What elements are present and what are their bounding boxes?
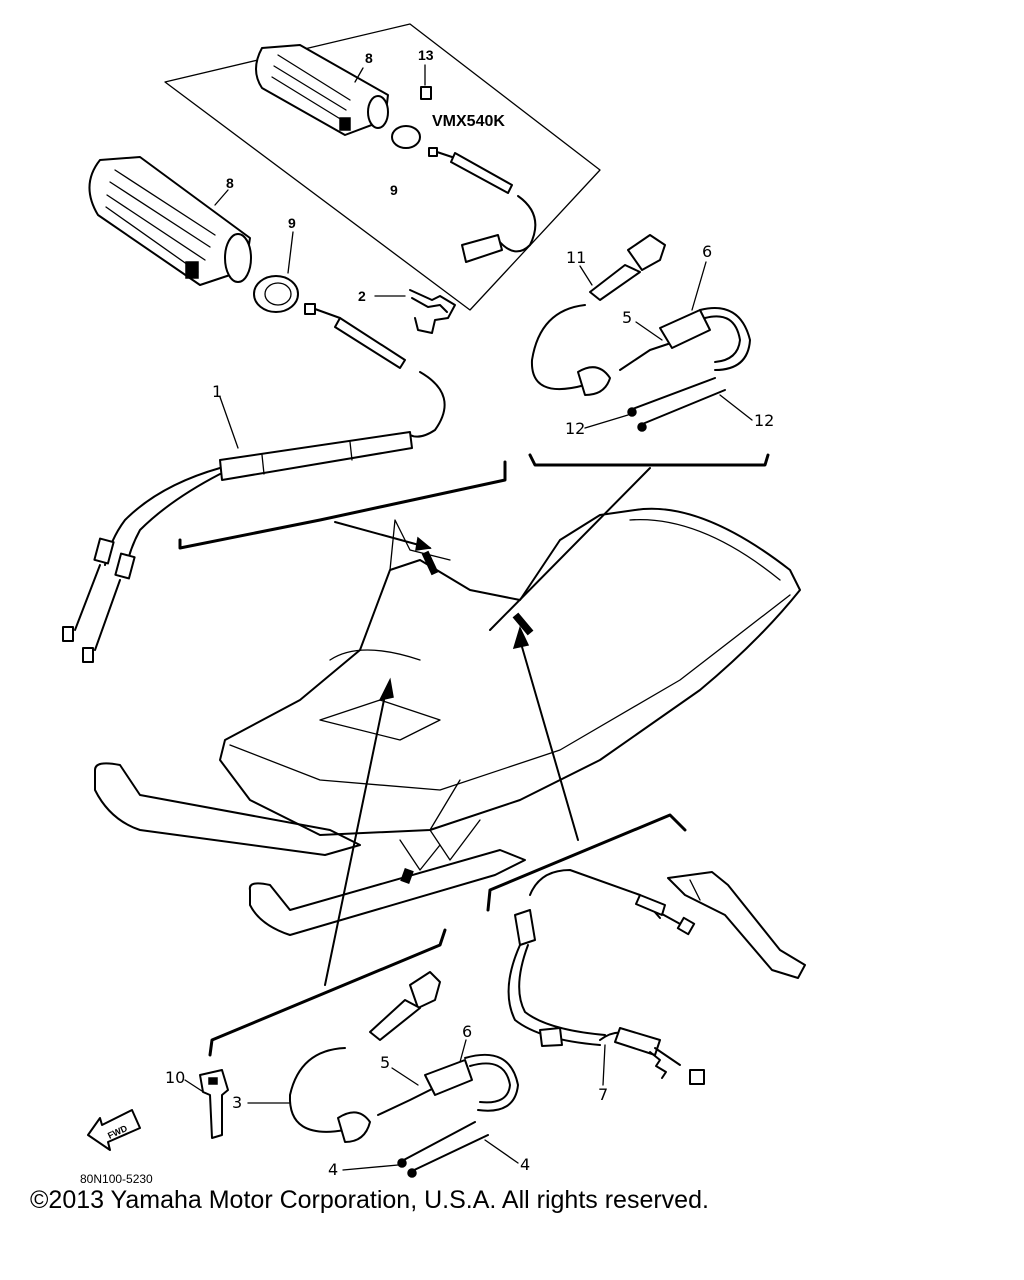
callout-6-upper: 6 (702, 242, 712, 261)
brake-cable[interactable] (507, 869, 705, 1085)
callout-4-right: 4 (520, 1155, 530, 1174)
callout-11: 11 (566, 248, 586, 267)
callout-5-lower: 5 (380, 1053, 390, 1072)
throttle-grip[interactable] (88, 156, 252, 286)
callout-13: 13 (418, 47, 434, 63)
callout-8-inset: 8 (365, 50, 373, 66)
callout-9-inset: 9 (390, 182, 398, 198)
cable-clip[interactable] (409, 289, 456, 334)
callout-5-upper: 5 (622, 308, 632, 327)
callout-6-lower: 6 (462, 1022, 472, 1041)
group-bracket-lower-left (208, 928, 447, 1057)
grip-ring-inset[interactable] (391, 125, 421, 149)
kill-switch-upper[interactable] (530, 234, 751, 432)
copyright-notice: ©2013 Yamaha Motor Corporation, U.S.A. A… (30, 1186, 709, 1214)
group-bracket-upper-left (178, 460, 507, 550)
grip-ring[interactable] (253, 275, 299, 313)
callout-9: 9 (288, 215, 296, 231)
drawing-code: 80N100-5230 (80, 1172, 153, 1186)
callout-2: 2 (358, 288, 366, 304)
kill-switch-lower[interactable] (288, 971, 519, 1178)
callout-3: 3 (232, 1093, 242, 1112)
model-label: VMX540K (432, 113, 505, 130)
group-bracket-upper-right (528, 453, 770, 467)
throttle-cable[interactable] (62, 303, 446, 663)
brake-lever[interactable] (667, 871, 806, 979)
callout-7: 7 (598, 1085, 608, 1104)
vmx540k-inset: 8 13 9 VMX540K (164, 23, 601, 311)
fwd-arrow-icon: FWD (87, 1109, 141, 1151)
clip-13[interactable] (420, 86, 432, 100)
throttle-grip-inset[interactable] (255, 44, 389, 136)
snowmobile-body (94, 507, 801, 936)
callout-4-left: 4 (328, 1160, 338, 1179)
callout-1: 1 (212, 382, 222, 401)
callout-8: 8 (226, 175, 234, 191)
ignition-key[interactable] (199, 1069, 229, 1139)
throttle-cable-inset[interactable] (428, 147, 537, 263)
callout-10: 10 (165, 1068, 185, 1087)
group-bracket-lower-right (486, 813, 687, 912)
callout-12-left: 12 (565, 419, 585, 438)
callout-12-right: 12 (754, 411, 774, 430)
